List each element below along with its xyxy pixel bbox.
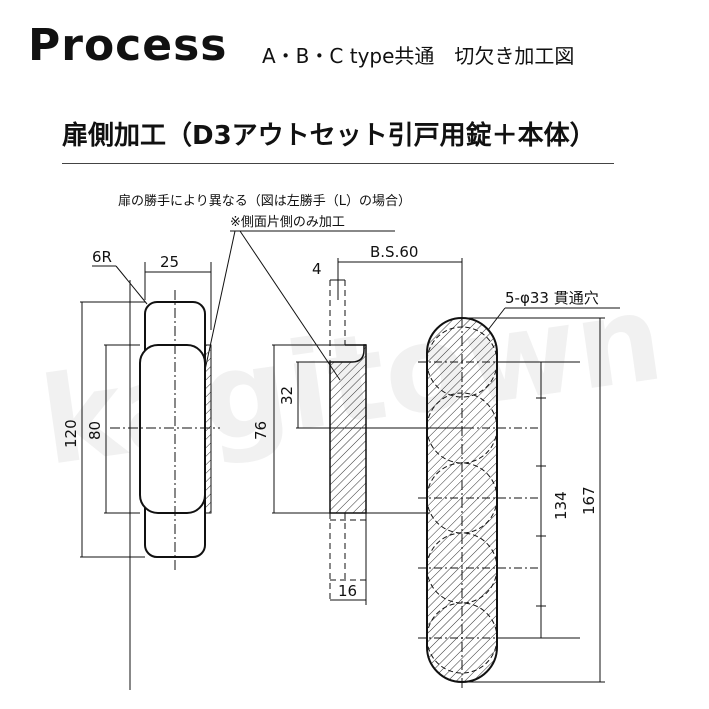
dim-h16: 16 [338,582,357,600]
holes-label: 5-φ33 貫通穴 [505,289,599,307]
dim-width: 25 [160,253,179,271]
dim-thickness: 4 [312,260,322,278]
holes-leader [487,307,506,331]
door-hand-note: 扉の勝手により異なる（図は左勝手（L）の場合） [118,193,411,209]
side-view: 76 32 4 16 B.S.60 [252,243,470,605]
dim-h76: 76 [252,421,270,440]
front-plate-outline [139,344,206,514]
dim-h32: 32 [278,386,296,405]
front-view [110,262,220,690]
page-title: Process [28,20,228,71]
dim-h80: 80 [86,421,104,440]
section-divider [62,163,614,164]
radius-leader [115,265,148,305]
dim-h134: 134 [552,491,570,520]
side-cutout [329,344,367,514]
side-only-note: ※側面片側のみ加工 [230,215,345,230]
dim-h167: 167 [580,486,598,515]
dim-radius: 6R [92,248,112,266]
dim-backset: B.S.60 [370,243,418,261]
hole-4 [427,532,497,604]
dim-h120: 120 [62,419,80,448]
hole-view: 134 167 5-φ33 貫通穴 [418,289,620,690]
page-subtitle: A・B・C type共通 切欠き加工図 [262,44,575,68]
section-title: 扉側加工（D3アウトセット引戸用錠＋本体） [62,121,596,151]
note-leader-right [239,230,341,381]
